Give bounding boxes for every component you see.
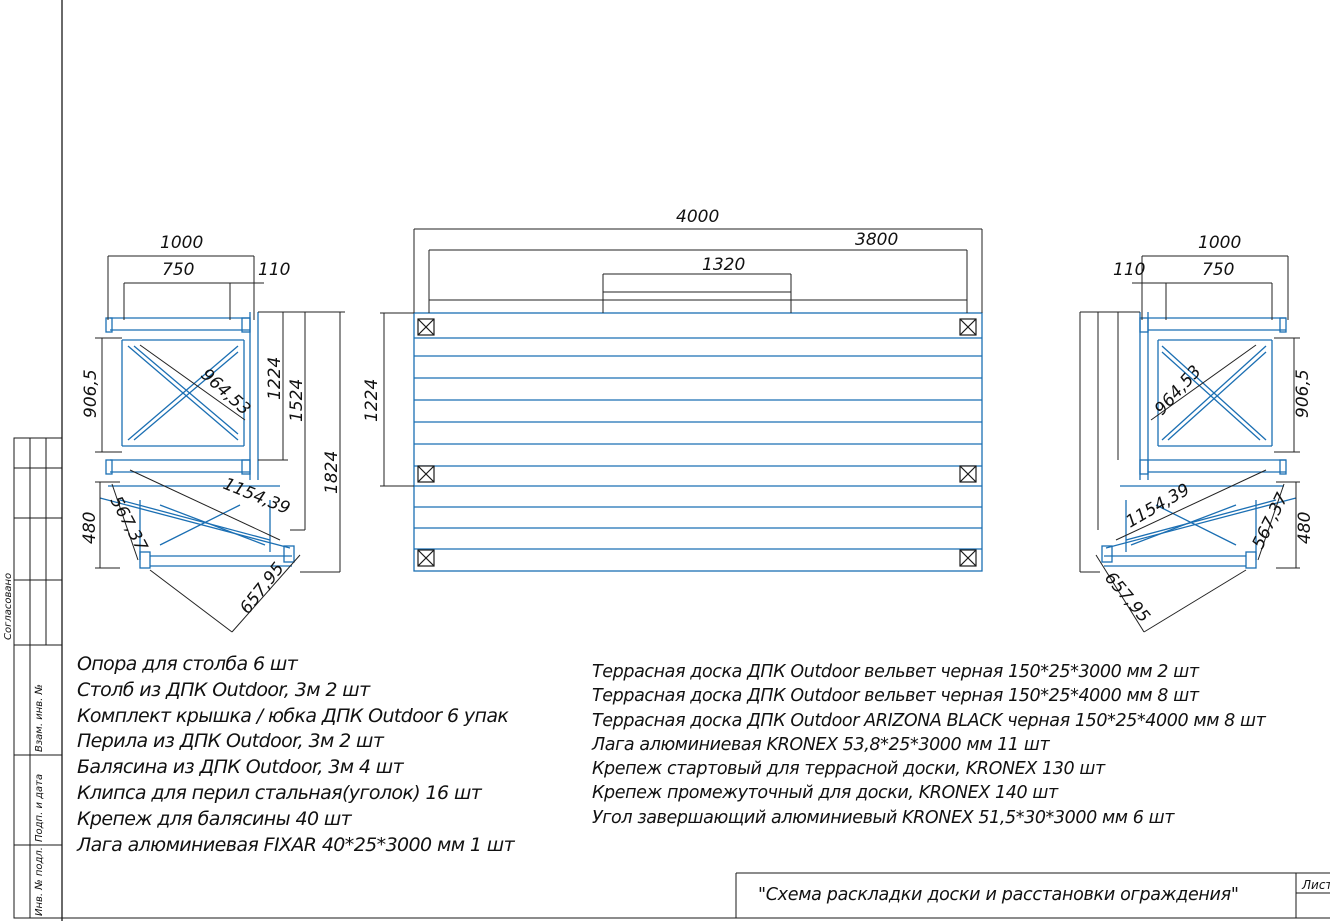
side-stamp	[13, 437, 63, 919]
deck-dimension-texts: 4000 3800 1320 1224	[362, 207, 898, 422]
list-item: Крепеж для балясины 40 шт	[77, 807, 352, 830]
left-dimension-lines	[95, 255, 345, 633]
deck-posts	[417, 318, 977, 567]
list-item: Столб из ДПК Outdoor, 3м 2 шт	[77, 678, 370, 701]
dim-left-1154: 1154,39	[220, 474, 293, 519]
dim-left-1524: 1524	[287, 379, 307, 422]
title-block-title: "Схема раскладки доски и расстановки огр…	[758, 885, 1239, 905]
dim-deck-4000: 4000	[676, 207, 719, 227]
materials-list-railing: Опора для столба 6 шт Столб из ДПК Outdo…	[77, 652, 515, 858]
list-item: Перила из ДПК Outdoor, 3м 2 шт	[77, 730, 384, 753]
dim-right-567: 567,37	[1249, 490, 1293, 552]
dim-right-750: 750	[1202, 260, 1234, 280]
terrace-deck-plan: 4000 3800 1320 1224	[362, 207, 983, 572]
right-railing-geometry	[1101, 312, 1297, 569]
list-item: Террасная доска ДПК Outdoor ARIZONA BLAC…	[592, 710, 1266, 731]
stamp-replace: Взам. инв. №	[34, 684, 45, 752]
list-item: Лага алюминиевая KRONEX 53,8*25*3000 мм …	[592, 734, 1050, 755]
dim-left-1224: 1224	[265, 357, 285, 400]
stamp-inv-number: Инв. № подл.	[34, 847, 45, 916]
dim-left-657: 657,95	[236, 559, 288, 618]
list-item: Террасная доска ДПК Outdoor вельвет черн…	[592, 686, 1199, 707]
dim-right-110: 110	[1113, 260, 1145, 280]
title-block	[735, 872, 1330, 918]
dim-left-1824: 1824	[322, 451, 342, 494]
list-item: Террасная доска ДПК Outdoor вельвет черн…	[592, 662, 1199, 682]
dim-right-1000: 1000	[1198, 233, 1241, 253]
dim-left-480: 480	[80, 512, 100, 544]
list-item: Балясина из ДПК Outdoor, 3м 4 шт	[77, 756, 404, 779]
stamp-agreed: Согласовано	[3, 573, 14, 640]
dim-deck-1224: 1224	[362, 379, 382, 422]
deck-boards	[413, 312, 983, 572]
dim-left-750: 750	[162, 260, 194, 280]
list-item: Опора для столба 6 шт	[77, 653, 298, 675]
right-dimension-lines	[1079, 255, 1300, 633]
list-item: Крепеж стартовый для террасной доски, KR…	[592, 759, 1105, 780]
list-item: Угол завершающий алюминиевый KRONEX 51,5…	[592, 807, 1175, 828]
dim-deck-3800: 3800	[855, 230, 898, 250]
list-item: Крепеж промежуточный для доски, KRONEX 1…	[592, 783, 1058, 804]
dim-right-480: 480	[1295, 512, 1315, 544]
dim-deck-1320: 1320	[702, 255, 745, 275]
dim-right-906: 906,5	[1293, 369, 1313, 418]
title-block-sheet-label: Лист	[1301, 878, 1330, 892]
list-item: Клипса для перил стальная(уголок) 16 шт	[77, 781, 482, 804]
left-railing-view: 1000 750 110 906,5 964,53 1224 1524 1824…	[80, 233, 345, 633]
dim-left-110: 110	[258, 260, 290, 280]
deck-dimension-lines	[380, 228, 983, 487]
left-railing-geometry	[99, 312, 295, 569]
list-item: Комплект крышка / юбка ДПК Outdoor 6 упа…	[77, 704, 509, 727]
dim-right-964: 964,53	[1151, 362, 1206, 420]
dim-right-657: 657,95	[1100, 568, 1154, 626]
left-dimension-texts: 1000 750 110 906,5 964,53 1224 1524 1824…	[80, 233, 342, 618]
dim-left-906: 906,5	[81, 369, 101, 418]
stamp-sign-date: Подп. и дата	[34, 774, 45, 842]
dim-left-567: 567,37	[106, 493, 152, 555]
side-stamp-labels: Согласовано Взам. инв. № Подп. и дата Ин…	[3, 573, 45, 916]
list-item: Лага алюминиевая FIXAR 40*25*3000 мм 1 ш…	[77, 833, 515, 856]
materials-list-decking: Террасная доска ДПК Outdoor вельвет черн…	[592, 660, 1266, 830]
dim-left-1000: 1000	[160, 233, 203, 253]
right-railing-view: 1000 750 110 906,5 964,53 480 567,37 115…	[1079, 233, 1315, 633]
